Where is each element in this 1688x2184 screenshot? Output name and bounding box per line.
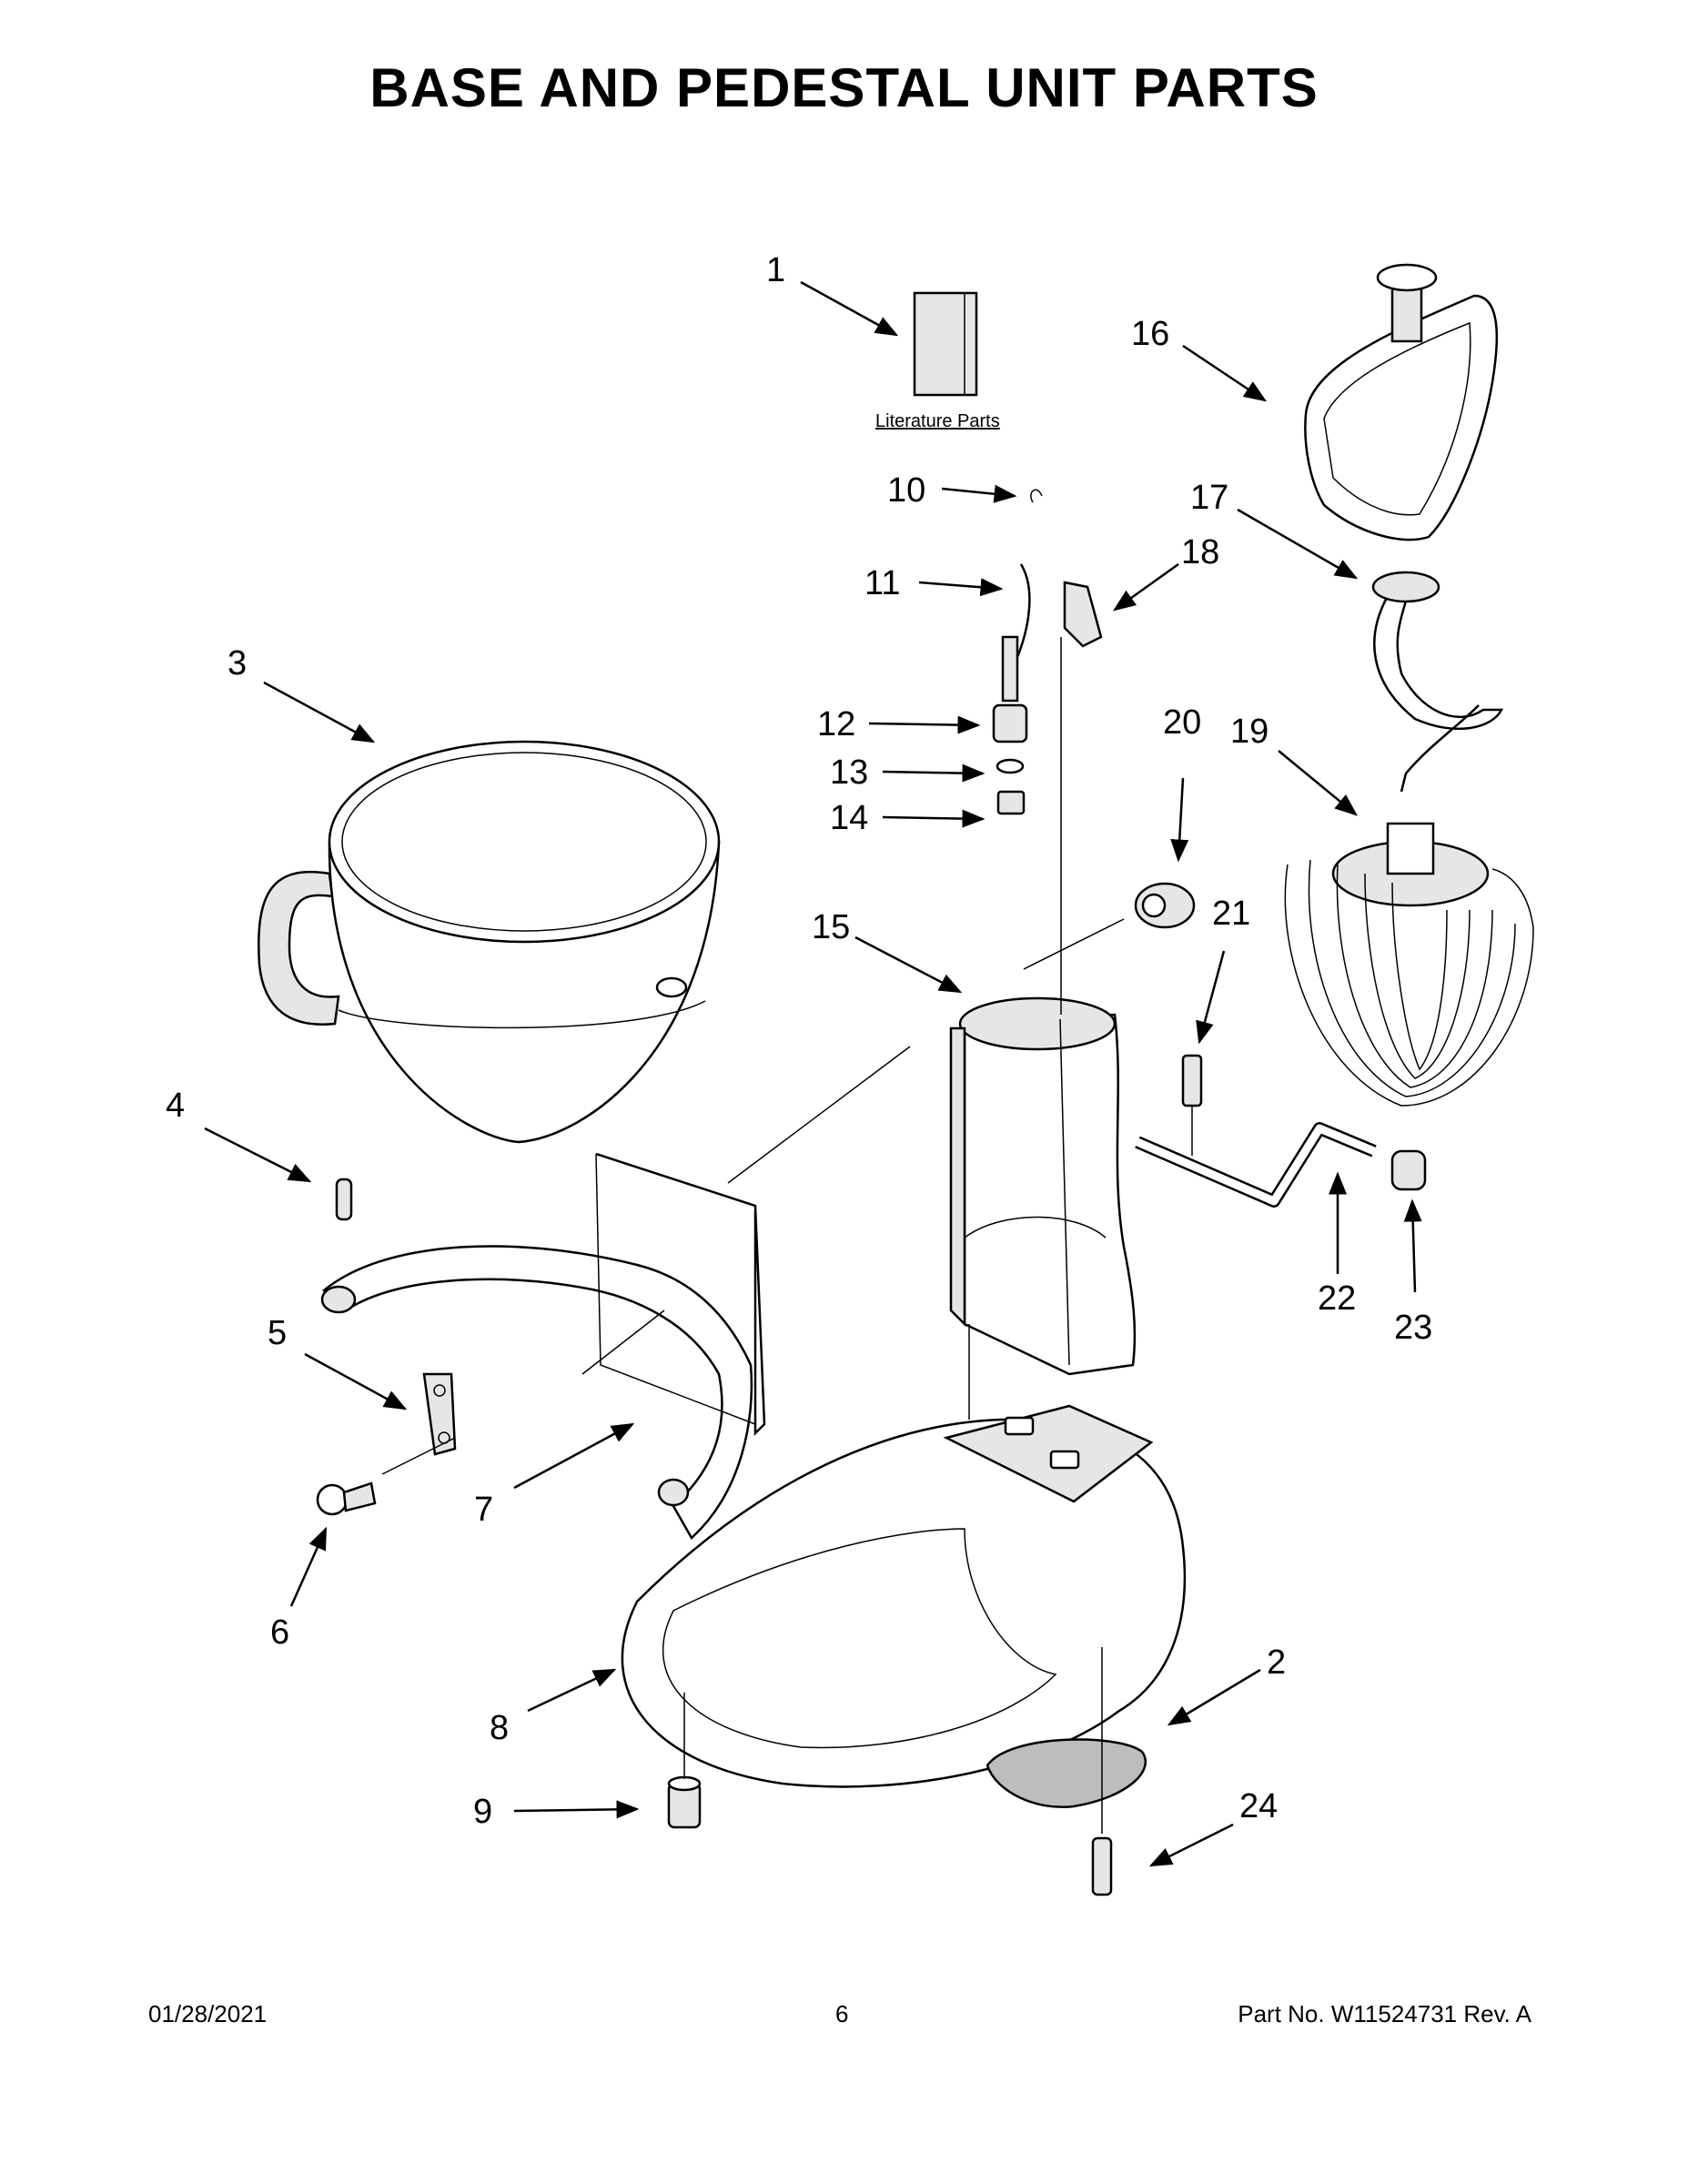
leader-arrow-14 xyxy=(882,809,986,828)
callout-2: 2 xyxy=(1267,1643,1287,1682)
callout-23: 23 xyxy=(1394,1309,1433,1347)
leader-arrow-7 xyxy=(513,1422,635,1490)
leader-arrow-5 xyxy=(304,1352,408,1410)
callout-24: 24 xyxy=(1239,1787,1279,1825)
leader-arrow-23 xyxy=(1403,1198,1422,1293)
leader-arrow-19 xyxy=(1278,750,1358,816)
wire-whip-part xyxy=(1284,822,1534,1107)
leader-arrows xyxy=(204,280,1422,1867)
footer-part-number: Part No. W11524731 Rev. A xyxy=(1238,2000,1531,2027)
bowl-part xyxy=(258,740,721,1144)
leader-arrow-1 xyxy=(800,280,899,337)
callout-1: 1 xyxy=(766,251,786,289)
bracket-plate-part xyxy=(422,1372,457,1456)
leader-arrow-24 xyxy=(1148,1823,1234,1867)
leader-arrow-13 xyxy=(882,763,986,783)
callout-17: 17 xyxy=(1190,479,1229,517)
leader-arrow-11 xyxy=(918,578,1004,597)
callout-14: 14 xyxy=(830,799,869,837)
leader-arrow-20 xyxy=(1170,777,1189,863)
callout-10: 10 xyxy=(887,471,926,510)
base-foot-part xyxy=(667,1775,702,1829)
callout-3: 3 xyxy=(227,644,248,682)
base-screw-part xyxy=(1091,1836,1113,1896)
bowl-support-bracket-part xyxy=(320,1152,766,1540)
callout-22: 22 xyxy=(1318,1279,1357,1318)
bracket-screw-part xyxy=(316,1481,377,1516)
callout-7: 7 xyxy=(474,1491,494,1529)
leader-arrow-10 xyxy=(941,484,1017,503)
lever-screw-part xyxy=(1181,1054,1203,1107)
footer-date: 01/28/2021 xyxy=(148,2000,268,2027)
leader-arrow-15 xyxy=(854,935,963,994)
speed-knob-part xyxy=(1134,882,1196,929)
literature-parts-book xyxy=(913,291,978,397)
callout-6: 6 xyxy=(270,1613,290,1652)
callout-16: 16 xyxy=(1131,315,1170,353)
callout-15: 15 xyxy=(812,908,851,946)
callout-12: 12 xyxy=(817,705,856,743)
callout-13: 13 xyxy=(830,753,869,792)
base-part xyxy=(621,1404,1187,1788)
handle-knob-part xyxy=(1390,1149,1427,1191)
callout-11: 11 xyxy=(864,564,901,602)
callout-20: 20 xyxy=(1163,703,1202,742)
leader-arrow-2 xyxy=(1167,1668,1261,1726)
pedestal-part xyxy=(949,996,1137,1376)
leader-arrow-17 xyxy=(1237,508,1359,580)
callout-5: 5 xyxy=(268,1314,288,1352)
callout-19: 19 xyxy=(1230,713,1269,751)
leader-arrow-9 xyxy=(513,1800,640,1819)
grip-pad-part xyxy=(986,1738,1147,1808)
leader-arrow-8 xyxy=(527,1668,617,1713)
leader-arrow-6 xyxy=(289,1526,328,1607)
callout-4: 4 xyxy=(166,1087,186,1125)
callout-8: 8 xyxy=(490,1709,510,1747)
leader-arrow-4 xyxy=(204,1127,312,1183)
bowl-pin-part xyxy=(335,1178,353,1221)
leader-arrow-18 xyxy=(1112,562,1179,612)
leader-arrow-21 xyxy=(1196,950,1226,1045)
leader-arrow-16 xyxy=(1182,344,1268,402)
page-title: BASE AND PEDESTAL UNIT PARTS xyxy=(369,57,1319,118)
leader-arrow-12 xyxy=(868,715,981,734)
assembly-guide-lines xyxy=(381,637,1193,1834)
leader-arrow-3 xyxy=(263,681,376,743)
hinge-pin-assembly xyxy=(992,489,1103,815)
literature-parts-label: Literature Parts xyxy=(875,411,1000,431)
bowl-lift-handle-part xyxy=(1135,1122,1377,1208)
callout-21: 21 xyxy=(1212,895,1251,933)
callout-18: 18 xyxy=(1181,533,1220,571)
dough-hook-part xyxy=(1371,571,1504,793)
flat-beater-part xyxy=(1304,263,1499,541)
footer-page-number: 6 xyxy=(835,2000,849,2027)
callout-9: 9 xyxy=(473,1793,493,1831)
